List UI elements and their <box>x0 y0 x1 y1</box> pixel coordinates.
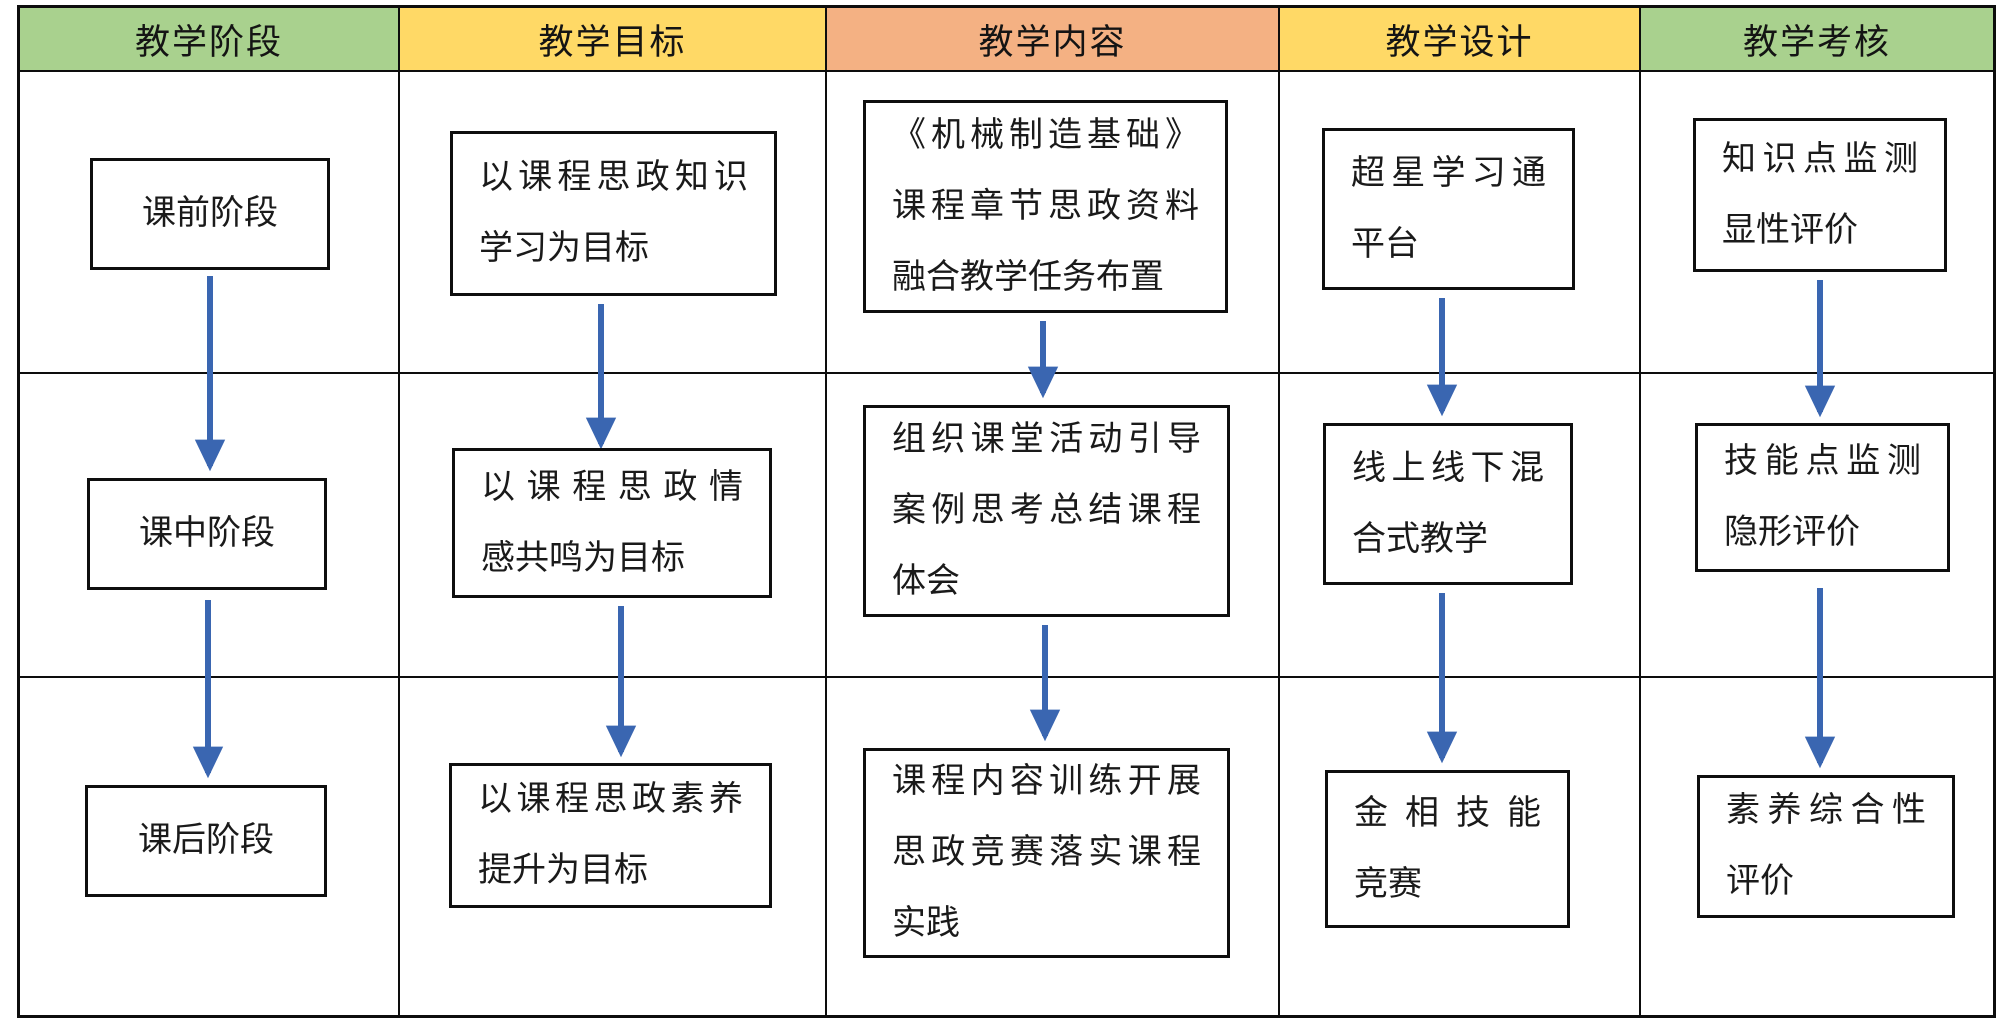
node-design-blended: 线上线下混 合式教学 <box>1323 423 1573 585</box>
node-text: 超星学习通 <box>1351 154 1546 192</box>
header-label-assessment: 教学考核 <box>1742 22 1891 62</box>
node-text: 金相技能 <box>1354 794 1541 832</box>
header-cell-assessment: 教学考核 <box>1641 8 1993 72</box>
header-label-stage: 教学阶段 <box>134 22 283 62</box>
node-goal-knowledge: 以课程思政知识 学习为目标 <box>450 131 777 296</box>
node-post-class-stage: 课后阶段 <box>85 785 327 897</box>
node-text: 以课程思政知识 <box>479 159 748 196</box>
node-text: 课程章节思政资料 <box>892 187 1199 225</box>
connector-arrows <box>192 276 1836 779</box>
node-content-practice: 课程内容训练开展 思政竞赛落实课程 实践 <box>863 748 1230 958</box>
node-text: 知识点监测 <box>1722 140 1918 178</box>
node-in-class-stage: 课中阶段 <box>87 478 327 590</box>
node-text: 竞赛 <box>1354 865 1422 903</box>
node-design-competition: 金相技能 竞赛 <box>1325 770 1570 928</box>
grid-cell <box>400 72 827 374</box>
grid-cell <box>1280 678 1641 1015</box>
node-text: 融合教学任务布置 <box>892 258 1164 296</box>
node-text: 课后阶段 <box>138 822 274 859</box>
node-text: 组织课堂活动引导 <box>892 421 1201 458</box>
grid-cell <box>827 678 1280 1015</box>
header-label-goal: 教学目标 <box>538 22 687 62</box>
node-text: 案例思考总结课程 <box>892 492 1201 529</box>
node-text: 显性评价 <box>1722 211 1858 249</box>
node-text: 实践 <box>892 905 960 942</box>
node-assess-comprehensive: 素养综合性 评价 <box>1697 775 1955 918</box>
node-text: 《机械制造基础》 <box>892 116 1199 154</box>
node-text: 评价 <box>1726 863 1794 900</box>
grid-cell <box>400 374 827 678</box>
grid-cell <box>20 678 400 1015</box>
node-text: 以课程思政素养 <box>478 781 743 818</box>
node-text: 课前阶段 <box>142 195 278 232</box>
node-text: 感共鸣为目标 <box>481 539 685 577</box>
header-cell-goal: 教学目标 <box>400 8 827 72</box>
node-text: 体会 <box>892 563 960 600</box>
grid-cell <box>827 374 1280 678</box>
node-text: 线上线下混 <box>1352 449 1544 487</box>
node-content-class-activity: 组织课堂活动引导 案例思考总结课程 体会 <box>863 405 1230 617</box>
header-cell-design: 教学设计 <box>1280 8 1641 72</box>
node-text: 隐形评价 <box>1724 514 1860 551</box>
node-text: 技能点监测 <box>1724 443 1921 480</box>
node-text: 课程内容训练开展 <box>892 763 1201 800</box>
node-text: 平台 <box>1351 225 1419 263</box>
node-text: 合式教学 <box>1352 520 1488 558</box>
node-text: 课中阶段 <box>139 515 275 552</box>
header-label-content: 教学内容 <box>978 22 1127 62</box>
diagram-table: 教学阶段 教学目标 教学内容 教学设计 教学考核 <box>17 5 1996 1018</box>
grid-cell <box>400 678 827 1015</box>
node-text: 学习为目标 <box>479 230 649 267</box>
node-assess-explicit: 知识点监测 显性评价 <box>1693 118 1947 272</box>
node-text: 提升为目标 <box>478 852 648 889</box>
node-content-task-assign: 《机械制造基础》 课程章节思政资料 融合教学任务布置 <box>863 100 1228 313</box>
node-assess-implicit: 技能点监测 隐形评价 <box>1695 423 1950 572</box>
node-text: 素养综合性 <box>1726 792 1926 829</box>
node-goal-quality: 以课程思政素养 提升为目标 <box>449 763 772 908</box>
header-cell-stage: 教学阶段 <box>20 8 400 72</box>
node-text: 思政竞赛落实课程 <box>892 834 1201 871</box>
grid-cell <box>1280 374 1641 678</box>
node-pre-class-stage: 课前阶段 <box>90 158 330 270</box>
node-goal-emotion: 以课程思政情 感共鸣为目标 <box>452 448 772 598</box>
header-label-design: 教学设计 <box>1385 22 1534 62</box>
grid-cell <box>1280 72 1641 374</box>
node-text: 以课程思政情 <box>481 468 743 506</box>
node-design-platform: 超星学习通 平台 <box>1322 128 1575 290</box>
header-cell-content: 教学内容 <box>827 8 1280 72</box>
